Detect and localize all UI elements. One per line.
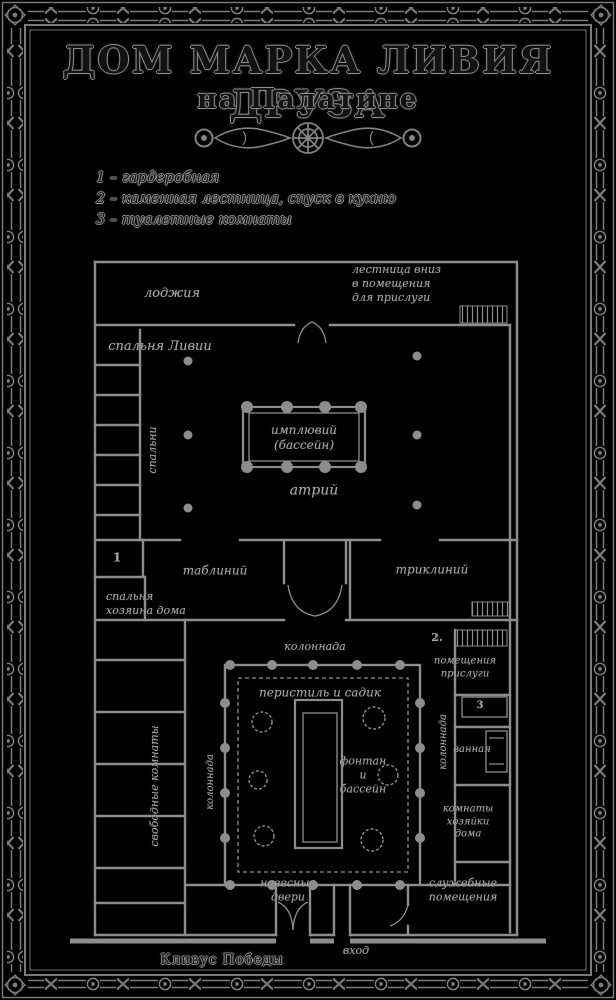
room-label-bathroom: ванная	[453, 743, 491, 755]
room-label-livia-bedroom: спальня Ливии	[108, 338, 212, 354]
plan-number-1: 1	[112, 550, 122, 565]
room-label-triclinium: триклиний	[395, 562, 469, 577]
legend: 1 – гардеробная 2 – каменная лестница, с…	[96, 168, 396, 231]
room-label-spare-rooms: свободные комнаты	[148, 725, 162, 847]
room-label-atrium: атрий	[289, 482, 339, 499]
page-subtitle: на Палатине	[197, 84, 419, 115]
room-label-fountain-pool: фонтан и бассейн	[339, 754, 387, 795]
room-label-peristyle-garden: перистиль и садик	[259, 685, 381, 700]
room-label-service-rooms: служебные помещения	[428, 876, 498, 903]
room-label-tablinum: таблиний	[182, 563, 248, 578]
legend-item-1: 1 – гардеробная	[96, 170, 220, 186]
rosette-divider-icon	[194, 122, 422, 154]
room-label-servants-quarters: помещения прислуги	[433, 655, 497, 680]
room-label-colonnade-top: колоннада	[284, 640, 346, 654]
plan-details	[237, 321, 508, 931]
room-label-loggia: лоджия	[143, 285, 201, 301]
room-label-colonnade-right: колоннада	[437, 714, 449, 770]
page-title: ДОМ МАРКА ЛИВИЯ ДРУЗА	[62, 38, 554, 126]
plan-columns	[183, 351, 425, 890]
plan-stairs	[454, 305, 511, 647]
room-label-impluvium: имплювий (бассейн)	[270, 423, 338, 452]
note-stairs-down: лестница вниз в помещения для прислуги	[352, 263, 441, 304]
plan-number-3: 3	[476, 699, 484, 711]
plan-walls	[93, 260, 519, 937]
room-label-master-bedroom: спальня хозяина дома	[106, 590, 186, 617]
plan-number-2: 2.	[431, 631, 443, 645]
street-name: Кливус Победы	[160, 952, 284, 968]
note-hinged-doors: навесные двери	[260, 876, 316, 903]
legend-item-3: 3 – туалетные комнаты	[96, 212, 292, 228]
plan-garden-bushes	[248, 706, 399, 852]
plan-basins	[241, 405, 367, 850]
label-entrance: вход	[342, 944, 370, 958]
legend-item-2: 2 – каменная лестница, спуск в кухню	[96, 191, 396, 207]
room-label-colonnade-left: колоннада	[204, 754, 216, 810]
room-label-small-bedrooms: спальни	[146, 426, 160, 474]
room-label-mistress-rooms: комнаты хозяйки дома	[442, 803, 494, 840]
